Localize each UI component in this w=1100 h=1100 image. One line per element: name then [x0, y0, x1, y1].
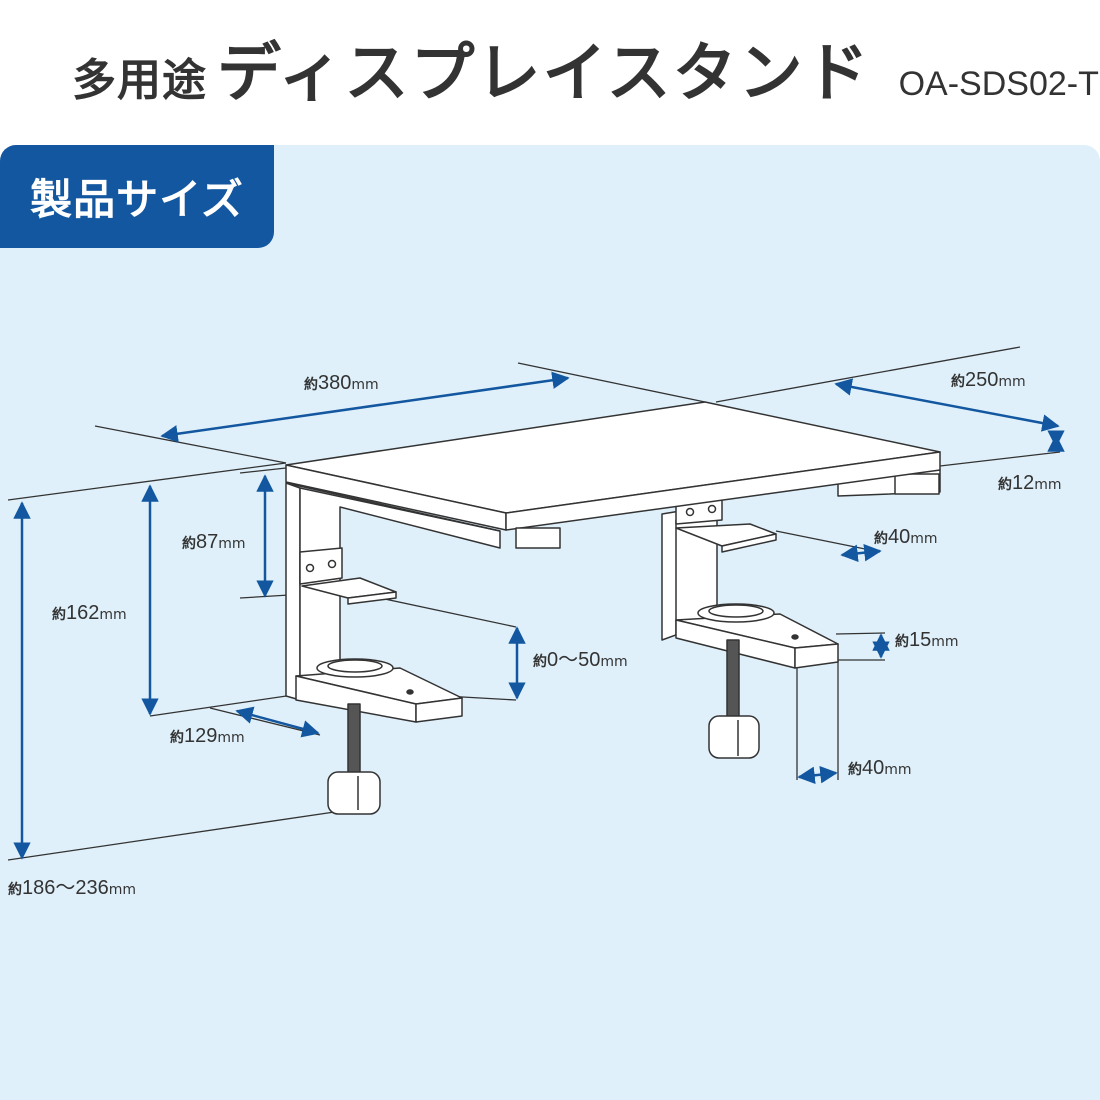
model-number: OA-SDS02-T [898, 65, 1099, 103]
page-title: 多用途 ディスプレイスタンド OA-SDS02-T [0, 0, 1100, 145]
title-main: ディスプレイスタンド [217, 37, 871, 111]
display-stand [285, 401, 941, 815]
dim-clamp-width-label: 約40mm [848, 757, 912, 779]
dim-depth-label: 約250mm [951, 369, 1026, 391]
dim-total-height-label: 約186〜236mm [8, 877, 137, 899]
dimension-arrows [13, 371, 1065, 860]
dim-clamp-range-label: 約0〜50mm [533, 649, 628, 671]
title-prefix: 多用途 [72, 55, 207, 106]
dim-thickness-label: 約12mm [998, 472, 1062, 494]
dim-shelf-depth-label: 約40mm [874, 526, 938, 548]
dim-height-162-label: 約162mm [52, 602, 127, 624]
diagram-panel [0, 145, 1100, 1100]
dim-clamp-depth-label: 約129mm [170, 725, 245, 747]
dim-width-label: 約380mm [304, 372, 379, 394]
section-badge: 製品サイズ [0, 145, 274, 248]
dim-clamp-thickness-label: 約15mm [895, 629, 959, 651]
dim-height-87-label: 約87mm [182, 531, 246, 553]
extension-lines [7, 346, 1061, 861]
